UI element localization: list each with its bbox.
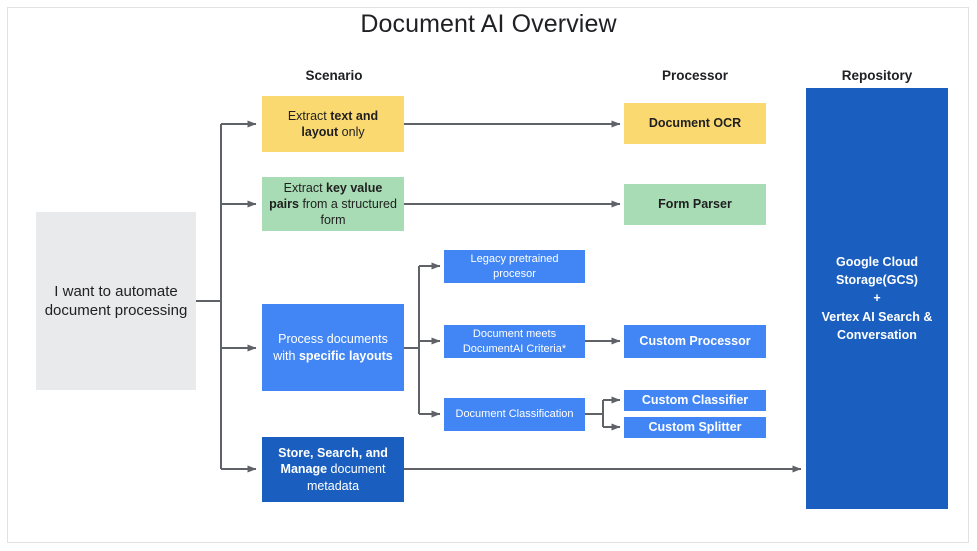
- node-document-ocr[interactable]: Document OCR: [624, 103, 766, 144]
- column-header-scenario: Scenario: [305, 68, 363, 83]
- node-scenario-store-search-label: Store, Search, and Manage document metad…: [278, 446, 388, 493]
- repository-line-2: Storage(GCS): [836, 273, 918, 288]
- node-documentai-criteria[interactable]: Document meets DocumentAI Criteria*: [444, 325, 585, 358]
- node-legacy-pretrained-label: Legacy pretrained procesor: [470, 253, 559, 280]
- page-title: Document AI Overview: [360, 10, 617, 38]
- node-custom-classifier[interactable]: Custom Classifier: [624, 390, 766, 411]
- node-scenario-key-value-label: Extract key value pairs from a structure…: [269, 180, 397, 228]
- node-custom-splitter-label: Custom Splitter: [648, 420, 742, 435]
- node-document-ocr-label: Document OCR: [648, 116, 742, 131]
- repository-line-3: +: [873, 291, 881, 306]
- column-header-processor: Processor: [661, 68, 729, 83]
- repository-line-1: Google Cloud: [836, 255, 918, 270]
- node-document-classification-label: Document Classification: [455, 408, 574, 421]
- node-repository[interactable]: Google Cloud Storage(GCS) + Vertex AI Se…: [806, 88, 948, 509]
- node-document-classification[interactable]: Document Classification: [444, 398, 585, 431]
- repository-line-5: Conversation: [837, 327, 917, 342]
- node-custom-processor-label: Custom Processor: [639, 334, 751, 349]
- node-scenario-text-layout-label: Extract text and layout only: [287, 108, 379, 139]
- node-form-parser[interactable]: Form Parser: [624, 184, 766, 225]
- node-scenario-specific-layouts[interactable]: Process documents with specific layouts: [262, 304, 404, 391]
- node-custom-classifier-label: Custom Classifier: [641, 393, 749, 408]
- node-input[interactable]: I want to automate document processing: [36, 212, 196, 390]
- node-repository-text: Google Cloud Storage(GCS) + Vertex AI Se…: [822, 253, 933, 344]
- node-form-parser-label: Form Parser: [658, 197, 732, 212]
- node-scenario-key-value[interactable]: Extract key value pairs from a structure…: [262, 177, 404, 231]
- node-documentai-criteria-label: Document meets DocumentAI Criteria*: [462, 328, 567, 355]
- column-header-repository: Repository: [841, 68, 913, 83]
- node-legacy-pretrained[interactable]: Legacy pretrained procesor: [444, 250, 585, 283]
- node-scenario-specific-layouts-label: Process documents with specific layouts: [273, 332, 393, 363]
- node-input-label: I want to automate document processing: [44, 282, 188, 320]
- node-custom-splitter[interactable]: Custom Splitter: [624, 417, 766, 438]
- repository-line-4: Vertex AI Search &: [821, 309, 933, 324]
- node-custom-processor[interactable]: Custom Processor: [624, 325, 766, 358]
- node-scenario-text-layout[interactable]: Extract text and layout only: [262, 96, 404, 152]
- node-scenario-store-search[interactable]: Store, Search, and Manage document metad…: [262, 437, 404, 502]
